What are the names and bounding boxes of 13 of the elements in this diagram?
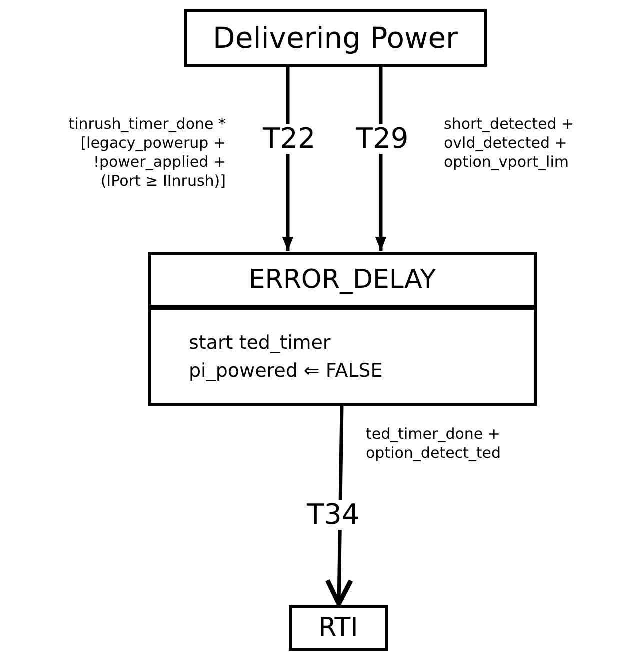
transition-condition: ted_timer_done + option_detect_ted: [366, 425, 502, 463]
state-name: Delivering Power: [212, 22, 459, 54]
state-name: ERROR_DELAY: [248, 265, 438, 295]
transition-condition: tinrush_timer_done * [legacy_powerup + !power_applied + (IPort ≥ IInrush)]: [68, 115, 226, 191]
transition-condition: short_detected + ovld_detected + option_vport_lim: [444, 115, 576, 172]
edge-label: T29: [355, 124, 410, 154]
state-box: [289, 605, 388, 651]
action-text: pi_powered ⇐ FALSE: [189, 359, 383, 383]
edge-label: T34: [306, 500, 361, 530]
state-box: [184, 9, 487, 67]
state-name: RTI: [318, 612, 360, 644]
state-box: [148, 252, 537, 406]
action-text: start ted_timer: [189, 331, 331, 355]
